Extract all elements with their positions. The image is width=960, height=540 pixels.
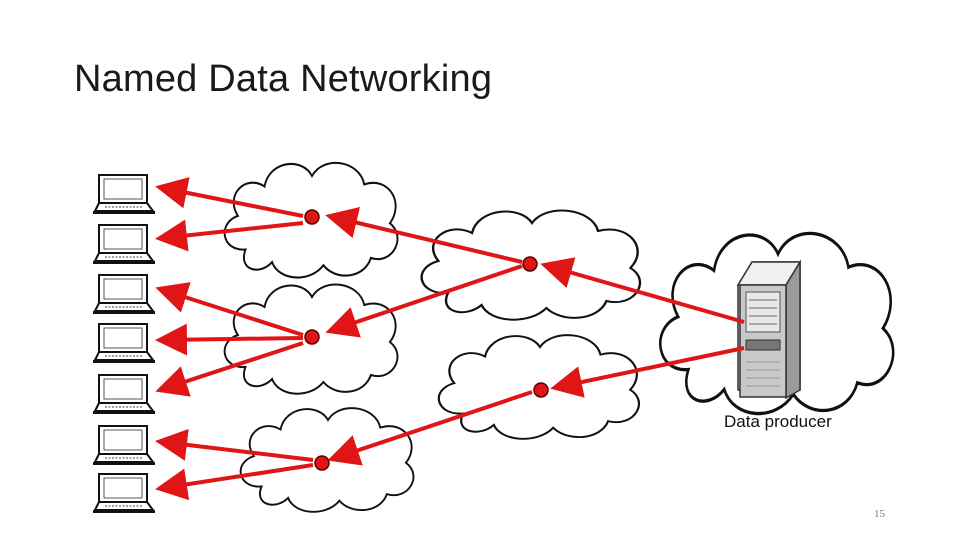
router-node <box>314 455 330 471</box>
laptop-icon <box>92 224 156 265</box>
arrow <box>155 428 314 462</box>
server-icon <box>736 259 802 400</box>
arrow <box>540 257 745 324</box>
router-node <box>304 209 320 225</box>
laptop-icon <box>92 374 156 415</box>
arrow <box>155 177 304 218</box>
page-number: 15 <box>874 508 885 520</box>
arrow <box>327 390 533 466</box>
routers <box>304 209 549 471</box>
laptop-icon <box>92 425 156 466</box>
arrow <box>155 219 304 252</box>
consumer-laptops <box>92 174 156 514</box>
laptop-icon <box>92 473 156 514</box>
laptop-icon <box>92 323 156 364</box>
data-arrows <box>155 177 745 501</box>
slide-title: Named Data Networking <box>74 58 493 100</box>
arrow <box>550 346 745 398</box>
router-node <box>522 256 538 272</box>
arrow <box>325 264 523 338</box>
router-node <box>533 382 549 398</box>
arrow <box>325 206 523 264</box>
arrow <box>155 341 304 397</box>
arrow <box>155 282 304 337</box>
producer-label: Data producer <box>724 412 832 431</box>
router-node <box>304 329 320 345</box>
laptop-icon <box>92 274 156 315</box>
laptop-icon <box>92 174 156 215</box>
arrow <box>155 463 314 501</box>
arrow <box>155 323 304 356</box>
